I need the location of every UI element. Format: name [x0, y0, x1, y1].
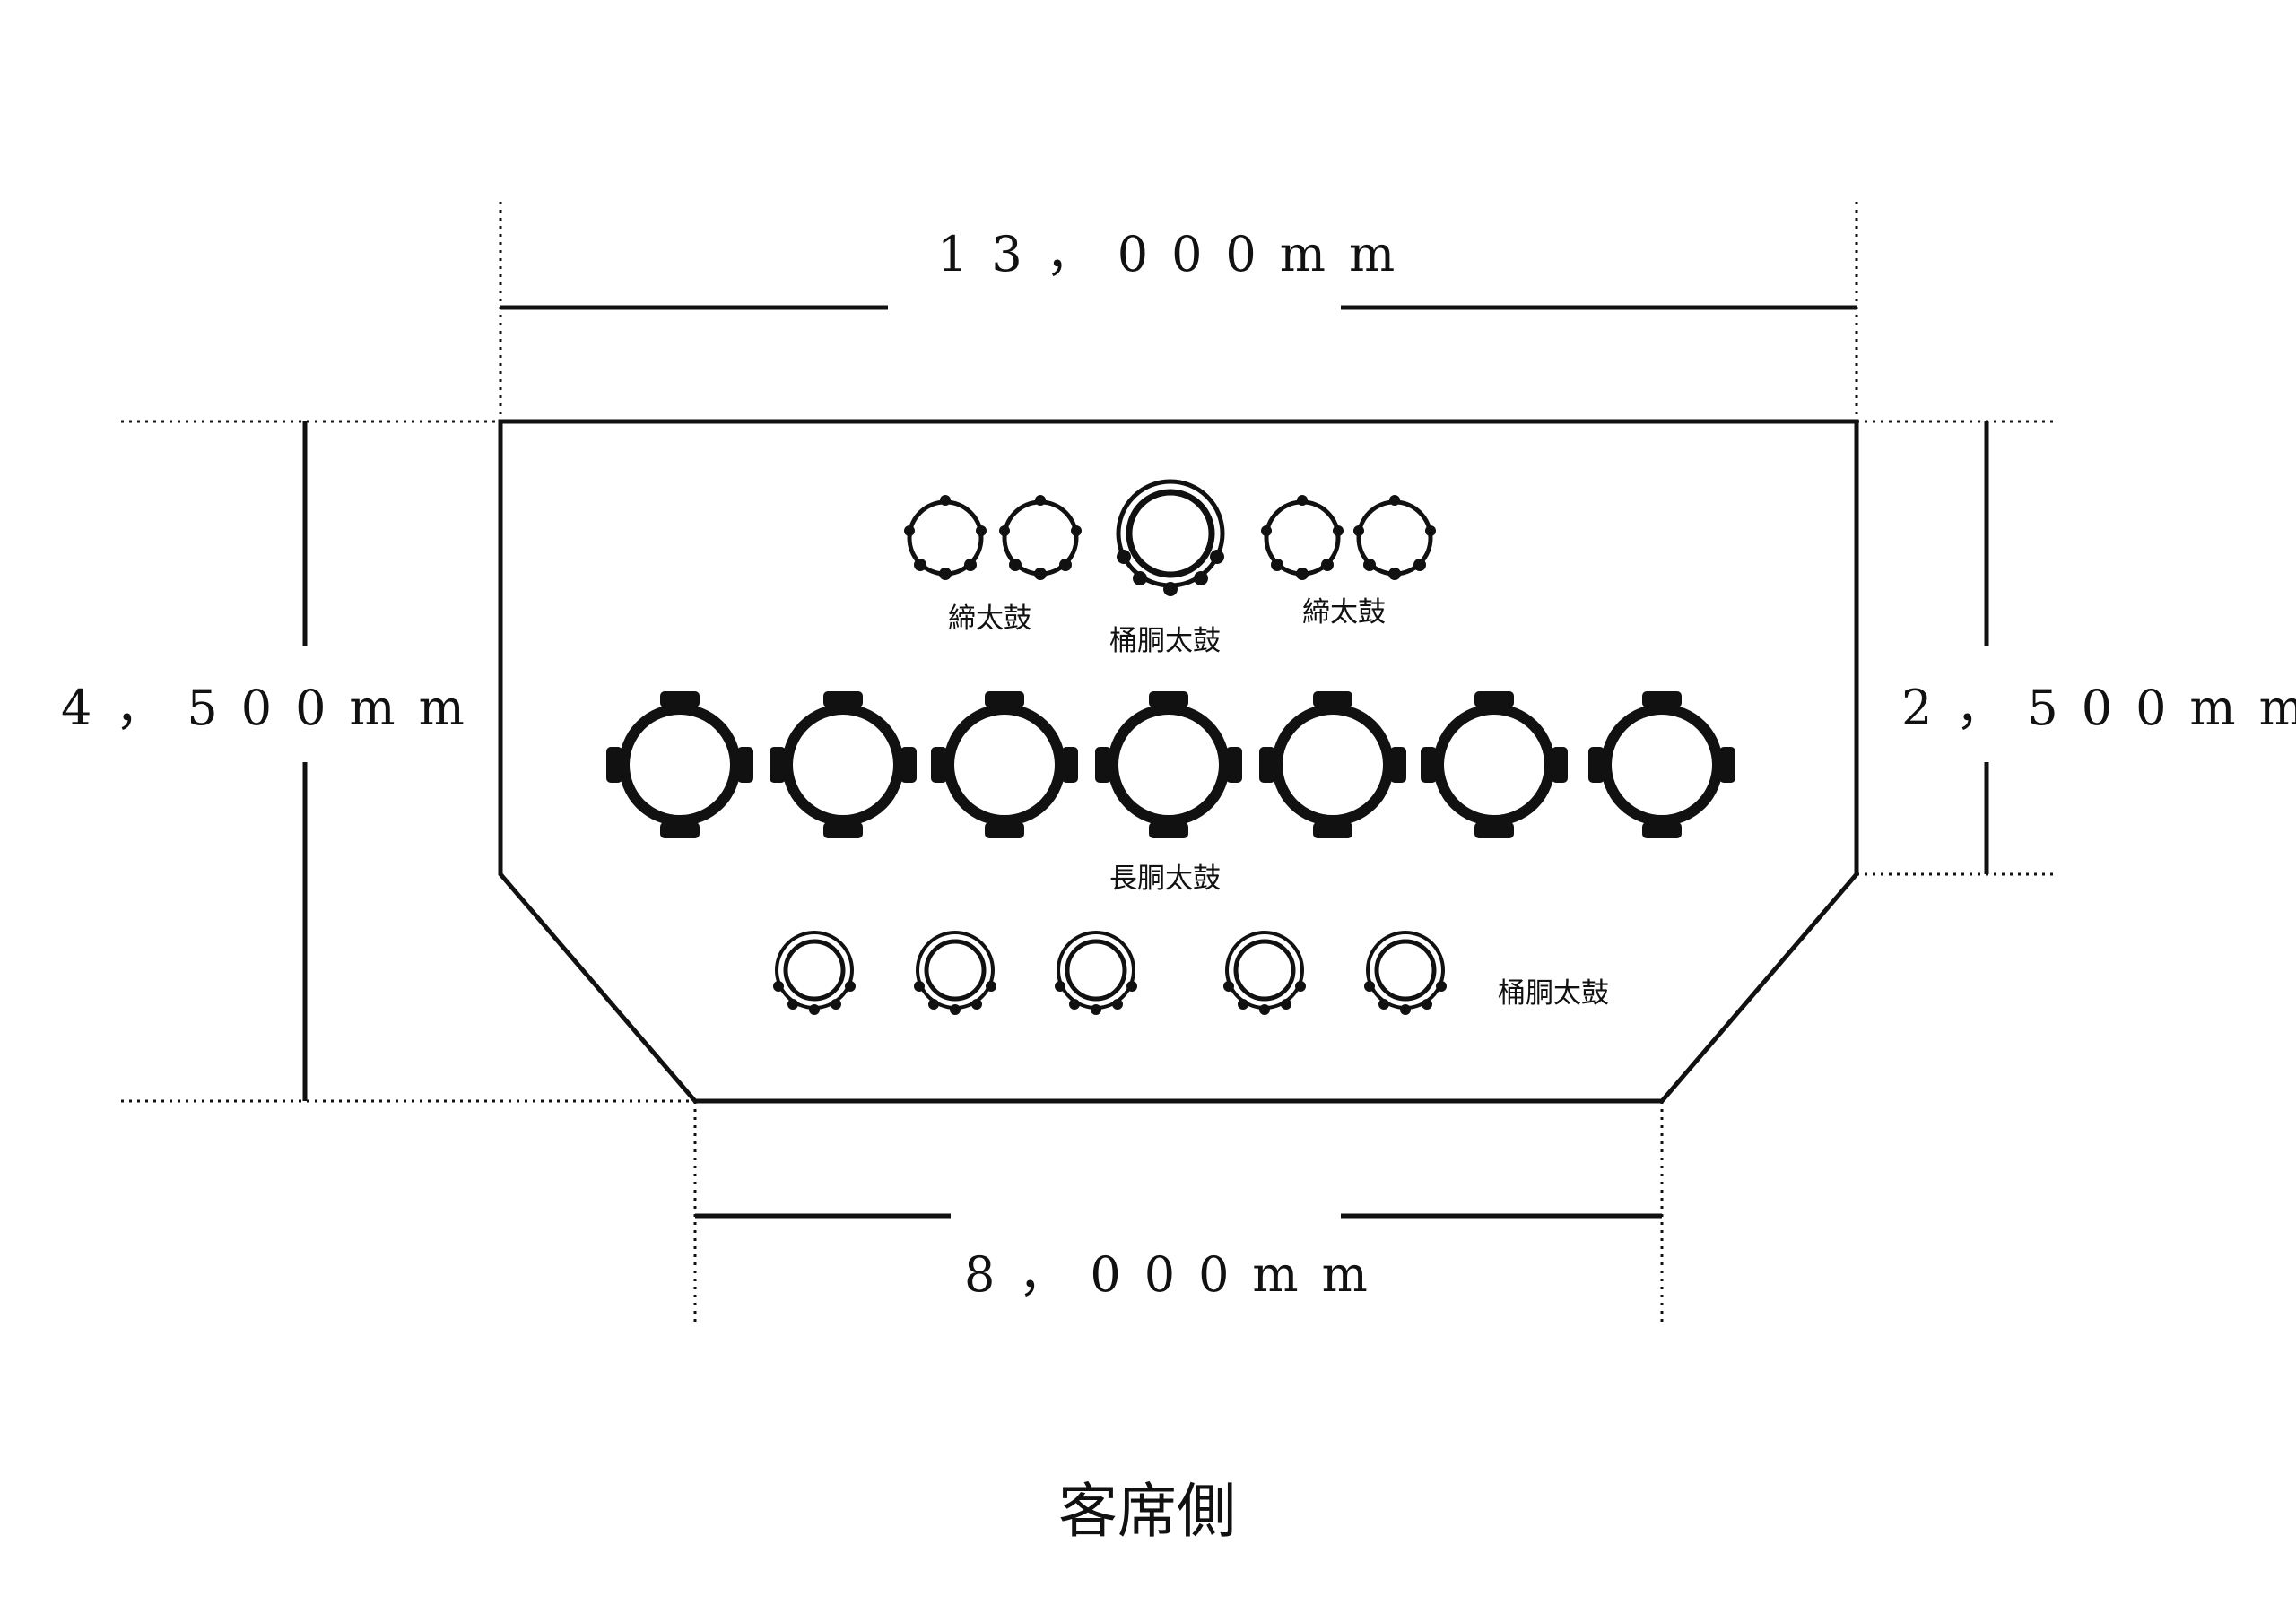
shime-drums-right	[1261, 495, 1436, 580]
okedo-drum-icon	[1055, 932, 1137, 1015]
nagado-drum-icon	[1588, 691, 1735, 838]
extension-lines	[121, 202, 2054, 1323]
okedo-drum-large-icon	[1117, 481, 1224, 596]
okedo-drum-icon	[914, 932, 996, 1015]
shime-drum-icon	[999, 495, 1082, 580]
nagado-drum-icon	[606, 691, 753, 838]
label-shime-left: 締太鼓	[948, 603, 1031, 635]
nagado-drum-icon	[1095, 691, 1242, 838]
label-okedo-top: 桶胴太鼓	[1109, 625, 1221, 657]
dim-left-depth: 4，500mm	[61, 680, 488, 736]
okedo-drums-bottom	[773, 932, 1447, 1015]
dim-right-depth: 2，500mm	[1901, 680, 2296, 736]
okedo-drum-icon	[1223, 932, 1306, 1015]
dim-top-width: 13，000mm	[937, 226, 1418, 282]
shime-drum-icon	[1261, 495, 1344, 580]
label-okedo-bottom: 桶胴太鼓	[1498, 977, 1609, 1010]
shime-drums-left	[904, 495, 1082, 580]
shime-drum-icon	[904, 495, 987, 580]
label-nagado: 長胴太鼓	[1109, 863, 1221, 895]
okedo-drum-icon	[773, 932, 856, 1015]
nagado-drum-icon	[931, 691, 1078, 838]
label-shime-right: 締太鼓	[1302, 596, 1386, 629]
okedo-drum-icon	[1364, 932, 1447, 1015]
nagado-drum-icon	[1421, 691, 1568, 838]
nagado-drums	[606, 691, 1735, 838]
shime-drum-icon	[1353, 495, 1436, 580]
nagado-drum-icon	[1259, 691, 1406, 838]
dim-bottom-width: 8，000mm	[964, 1246, 1391, 1303]
nagado-drum-icon	[770, 691, 917, 838]
stage-outline	[498, 419, 1859, 1104]
dimension-lines	[302, 305, 1989, 1219]
label-audience-side: 客席側	[1058, 1477, 1236, 1546]
